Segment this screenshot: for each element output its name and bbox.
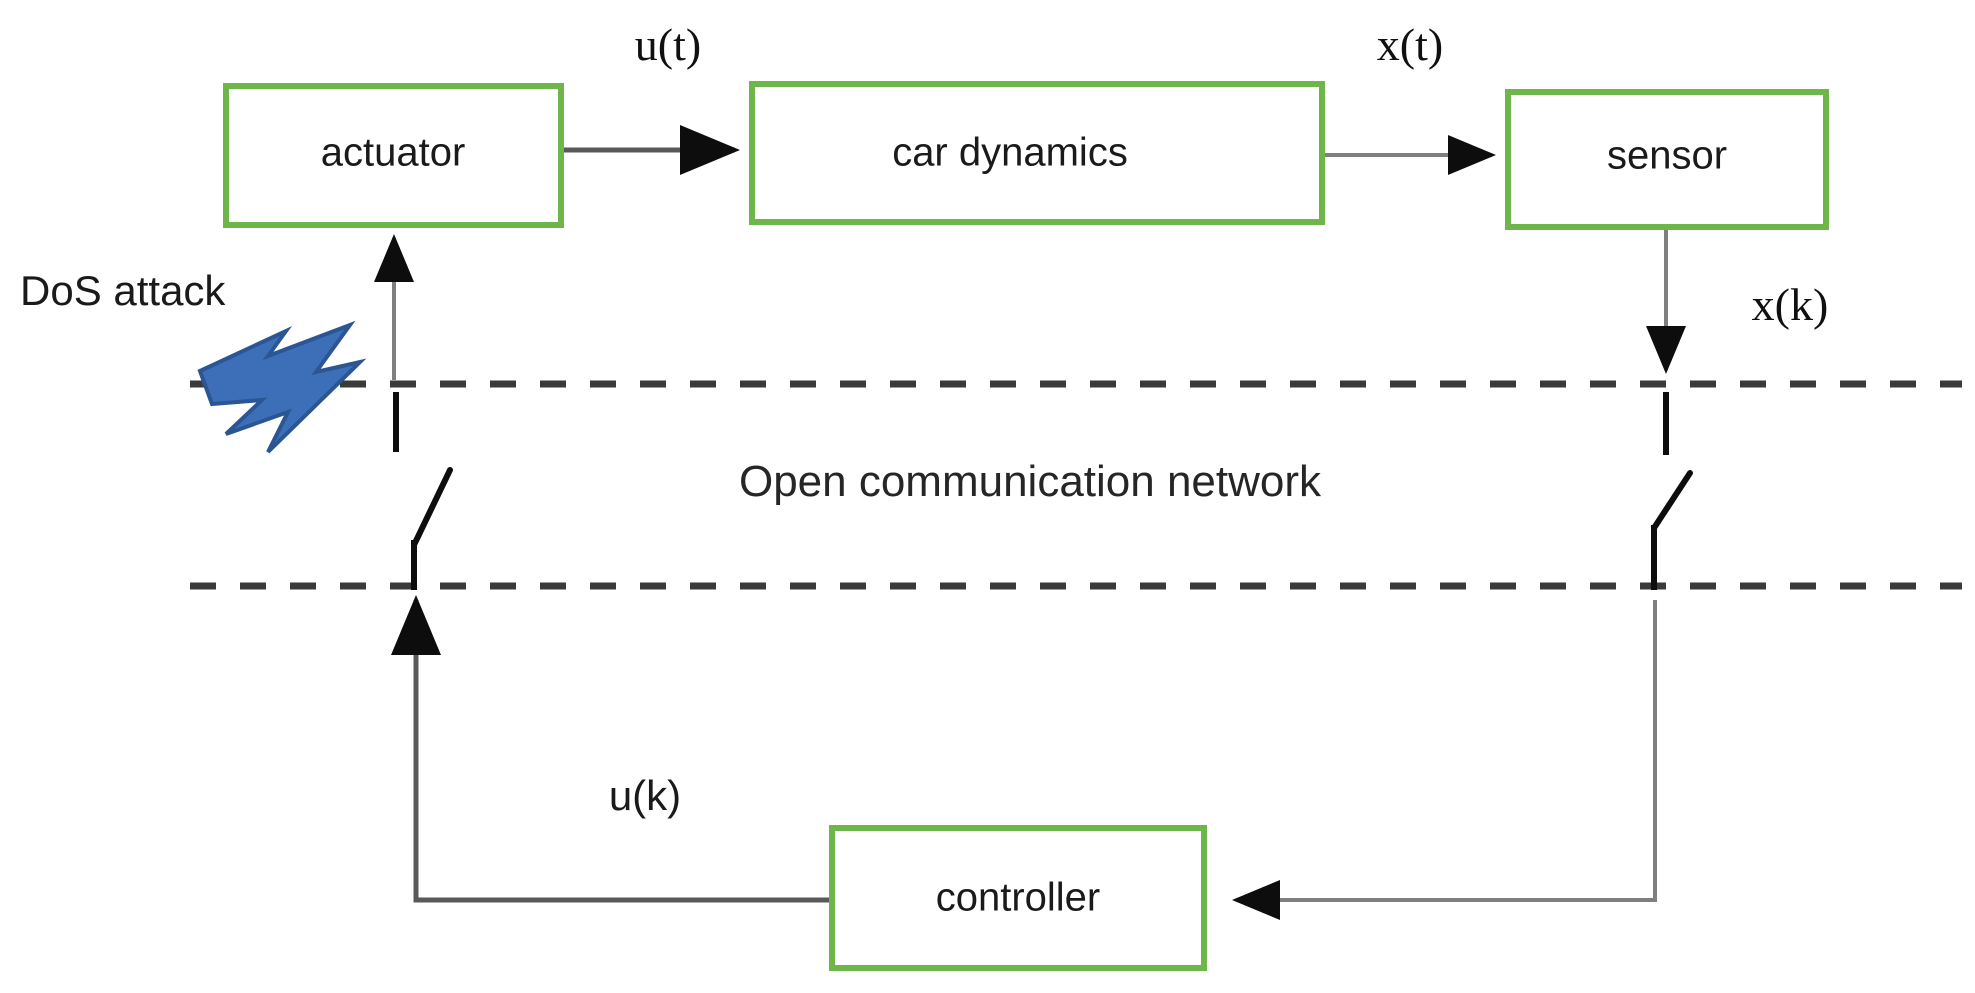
dos-attack-lightning-bolt-icon	[197, 320, 367, 454]
block-controller-rect	[829, 825, 1207, 971]
block-sensor-label: sensor	[1607, 134, 1727, 178]
block-sensor[interactable]: sensor	[1505, 89, 1829, 230]
signal-label-ut: u(t)	[635, 19, 701, 70]
block-actuator[interactable]: actuator	[223, 83, 564, 228]
signal-label-xt: x(t)	[1377, 19, 1443, 70]
block-car-dynamics-rect	[749, 81, 1325, 225]
block-controller-label: controller	[936, 876, 1101, 920]
dos-attack-label: DoS attack	[20, 267, 226, 314]
switch-blade-right	[1651, 470, 1693, 531]
block-car-dynamics[interactable]: car dynamics	[749, 81, 1325, 225]
block-car-dynamics-label: car dynamics	[892, 131, 1128, 175]
sensor-channel-switch[interactable]	[1651, 392, 1693, 590]
connector-controller-to-network	[391, 595, 840, 903]
signal-label-xk: x(k)	[1752, 279, 1829, 330]
block-sensor-rect	[1505, 89, 1829, 230]
block-actuator-label: actuator	[321, 131, 466, 175]
open-communication-network-label: Open communication network	[739, 457, 1322, 506]
connector-network-to-controller	[1232, 600, 1657, 920]
signal-label-uk: u(k)	[609, 772, 681, 819]
actuator-channel-switch[interactable]	[393, 392, 453, 590]
block-controller[interactable]: controller	[829, 825, 1207, 971]
block-actuator-rect	[223, 83, 564, 228]
switch-blade-left	[411, 467, 453, 548]
